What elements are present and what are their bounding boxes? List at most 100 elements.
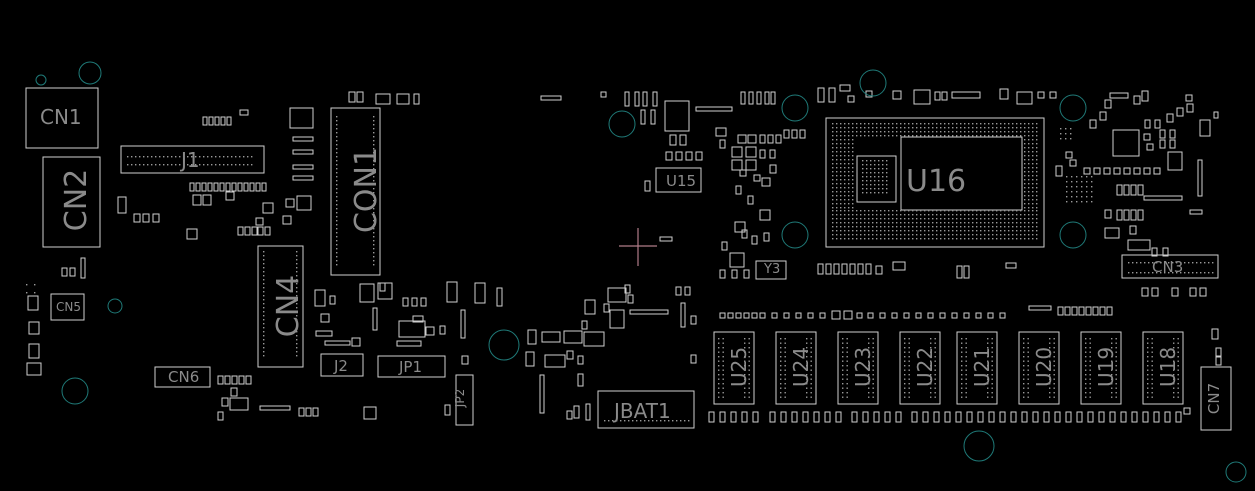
smd-part[interactable] <box>1065 411 1072 423</box>
smd-part[interactable] <box>684 286 691 296</box>
smd-part[interactable] <box>650 109 656 125</box>
smd-part[interactable] <box>1211 328 1219 340</box>
smd-part[interactable] <box>1078 306 1085 316</box>
smd-part[interactable] <box>1099 111 1107 121</box>
smd-part[interactable] <box>1133 167 1141 175</box>
smd-part[interactable] <box>540 95 562 101</box>
smd-part[interactable] <box>396 93 410 105</box>
smd-part[interactable] <box>563 330 583 344</box>
smd-part[interactable] <box>249 182 255 192</box>
smd-part[interactable] <box>1167 151 1183 171</box>
smd-part[interactable] <box>1037 91 1045 99</box>
smd-part[interactable] <box>1153 411 1160 423</box>
smd-part[interactable] <box>1137 184 1144 196</box>
smd-part[interactable] <box>348 91 356 103</box>
smd-part[interactable] <box>783 312 790 319</box>
smd-part[interactable] <box>1166 113 1174 123</box>
smd-part[interactable] <box>226 116 232 126</box>
pl2-outline[interactable] <box>289 107 314 129</box>
smd-part[interactable] <box>411 297 418 307</box>
smd-part[interactable] <box>1189 209 1203 215</box>
smd-part[interactable] <box>255 182 261 192</box>
smd-part[interactable] <box>1123 184 1130 196</box>
smd-part[interactable] <box>1144 119 1151 129</box>
smd-part[interactable] <box>1064 306 1071 316</box>
smd-part[interactable] <box>262 202 274 214</box>
smd-part[interactable] <box>1143 195 1183 201</box>
smd-part[interactable] <box>1010 411 1017 423</box>
smd-part[interactable] <box>735 312 742 319</box>
cn6-outline[interactable] <box>154 366 211 388</box>
smd-part[interactable] <box>372 307 378 331</box>
cn3-outline[interactable] <box>1121 254 1219 279</box>
smd-part[interactable] <box>420 297 427 307</box>
smd-part[interactable] <box>764 91 770 105</box>
smd-part[interactable] <box>220 116 226 126</box>
smd-part[interactable] <box>402 297 409 307</box>
u15-outline[interactable] <box>655 167 702 193</box>
smd-part[interactable] <box>577 373 584 387</box>
smd-part[interactable] <box>833 263 840 275</box>
smd-part[interactable] <box>1123 209 1130 221</box>
jp2-outline[interactable] <box>455 374 474 426</box>
smd-part[interactable] <box>1089 119 1097 129</box>
smd-part[interactable] <box>314 289 326 307</box>
smd-part[interactable] <box>1087 411 1094 423</box>
smd-part[interactable] <box>740 91 746 105</box>
smd-part[interactable] <box>264 226 271 236</box>
smd-part[interactable] <box>824 411 831 423</box>
smd-part[interactable] <box>1120 411 1127 423</box>
smd-part[interactable] <box>26 362 42 376</box>
smd-part[interactable] <box>737 134 747 144</box>
smd-part[interactable] <box>1199 119 1211 137</box>
label-u18[interactable]: U18 <box>1156 346 1181 388</box>
smd-part[interactable] <box>695 151 703 161</box>
y3-outline[interactable] <box>755 260 787 280</box>
smd-part[interactable] <box>474 282 486 304</box>
label-y3[interactable]: Y3 <box>764 262 781 277</box>
smd-part[interactable] <box>627 294 634 304</box>
label-j2[interactable]: J2 <box>334 357 348 375</box>
smd-part[interactable] <box>975 312 982 319</box>
smd-part[interactable] <box>142 213 150 223</box>
smd-part[interactable] <box>1142 411 1149 423</box>
smd-part[interactable] <box>680 302 686 328</box>
u16-outline[interactable] <box>825 117 1045 248</box>
smd-part[interactable] <box>1133 95 1141 105</box>
smd-part[interactable] <box>922 411 929 423</box>
smd-part[interactable] <box>727 312 734 319</box>
smd-part[interactable] <box>780 411 787 423</box>
smd-part[interactable] <box>715 127 727 137</box>
smd-part[interactable] <box>329 295 336 305</box>
cn1-outline[interactable] <box>25 87 99 149</box>
smd-part[interactable] <box>731 269 738 279</box>
smd-part[interactable] <box>799 129 806 139</box>
smd-part[interactable] <box>1159 129 1166 139</box>
smd-part[interactable] <box>1109 411 1116 423</box>
smd-part[interactable] <box>1104 227 1120 239</box>
smd-part[interactable] <box>644 180 651 192</box>
smd-part[interactable] <box>624 91 630 107</box>
smd-part[interactable] <box>1043 411 1050 423</box>
smd-part[interactable] <box>685 151 693 161</box>
smd-part[interactable] <box>956 265 963 279</box>
smd-part[interactable] <box>239 109 249 116</box>
memory-chip-outline[interactable] <box>1142 331 1184 405</box>
memory-chip-outline[interactable] <box>713 331 755 405</box>
smd-part[interactable] <box>1130 209 1137 221</box>
smd-part[interactable] <box>690 354 697 364</box>
smd-part[interactable] <box>1083 167 1091 175</box>
smd-part[interactable] <box>835 411 842 423</box>
smd-part[interactable] <box>201 182 207 192</box>
smd-part[interactable] <box>229 397 249 411</box>
smd-part[interactable] <box>817 263 824 275</box>
smd-part[interactable] <box>1176 107 1184 117</box>
smd-part[interactable] <box>245 375 252 385</box>
smd-part[interactable] <box>1154 119 1161 129</box>
smd-part[interactable] <box>813 411 820 423</box>
smd-part[interactable] <box>607 287 627 303</box>
smd-part[interactable] <box>719 312 726 319</box>
smd-part[interactable] <box>356 91 364 103</box>
smd-part[interactable] <box>659 236 673 242</box>
smd-part[interactable] <box>324 340 351 346</box>
